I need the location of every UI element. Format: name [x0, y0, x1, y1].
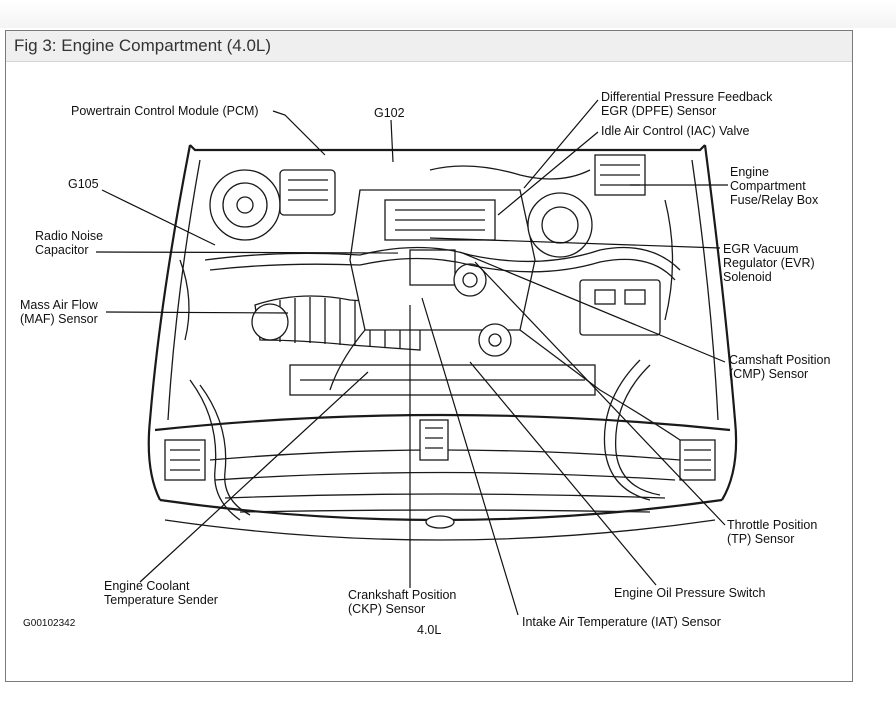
label-iac: Idle Air Control (IAC) Valve [601, 124, 749, 138]
leader-maf [105, 311, 289, 314]
leader-tp [474, 261, 726, 526]
label-ckp-line1: Crankshaft Position [348, 588, 456, 602]
top-shade [0, 0, 896, 28]
label-maf-line1: Mass Air Flow [20, 298, 99, 312]
label-dpfe-line2: EGR (DPFE) Sensor [601, 104, 716, 118]
engine-size-label: 4.0L [417, 623, 441, 637]
label-radio-line1: Radio Noise [35, 229, 103, 243]
label-evr-line3: Solenoid [723, 270, 772, 284]
figure-code: G00102342 [23, 618, 76, 629]
leader-g105 [101, 189, 216, 246]
engine-illustration [147, 144, 738, 541]
label-fuse-line3: Fuse/Relay Box [730, 193, 819, 207]
label-fuse-line1: Engine [730, 165, 769, 179]
label-maf-line2: (MAF) Sensor [20, 312, 98, 326]
label-g102: G102 [374, 106, 405, 120]
leader-ect [139, 371, 369, 583]
label-ckp-line2: (CKP) Sensor [348, 602, 425, 616]
label-cmp-line2: (CMP) Sensor [729, 367, 808, 381]
label-tp-line2: (TP) Sensor [727, 532, 794, 546]
label-cmp-line1: Camshaft Position [729, 353, 830, 367]
label-oil: Engine Oil Pressure Switch [614, 586, 766, 600]
leader-iac [497, 131, 599, 216]
figure-title: Fig 3: Engine Compartment (4.0L) [14, 36, 272, 55]
leader-oil [469, 361, 657, 586]
label-tp-line1: Throttle Position [727, 518, 817, 532]
callout-labels: Powertrain Control Module (PCM) G102 Dif… [20, 90, 830, 637]
leader-pcm [272, 110, 326, 156]
leader-evr [429, 237, 721, 249]
label-pcm: Powertrain Control Module (PCM) [71, 104, 259, 118]
leader-dpfe [523, 99, 599, 189]
leader-g102 [390, 119, 394, 163]
label-radio-line2: Capacitor [35, 243, 89, 257]
figure-title-bar: Fig 3: Engine Compartment (4.0L) [6, 31, 852, 62]
leader-cmp [459, 251, 726, 363]
label-g105: G105 [68, 177, 99, 191]
leader-lines [95, 99, 728, 616]
leader-radio [95, 251, 399, 254]
label-evr-line1: EGR Vacuum [723, 242, 799, 256]
label-dpfe-line1: Differential Pressure Feedback [601, 90, 773, 104]
label-iat: Intake Air Temperature (IAT) Sensor [522, 615, 721, 629]
leader-iat [421, 297, 519, 616]
label-ect-line2: Temperature Sender [104, 593, 218, 607]
label-ect-line1: Engine Coolant [104, 579, 190, 593]
label-fuse-line2: Compartment [730, 179, 806, 193]
label-evr-line2: Regulator (EVR) [723, 256, 815, 270]
